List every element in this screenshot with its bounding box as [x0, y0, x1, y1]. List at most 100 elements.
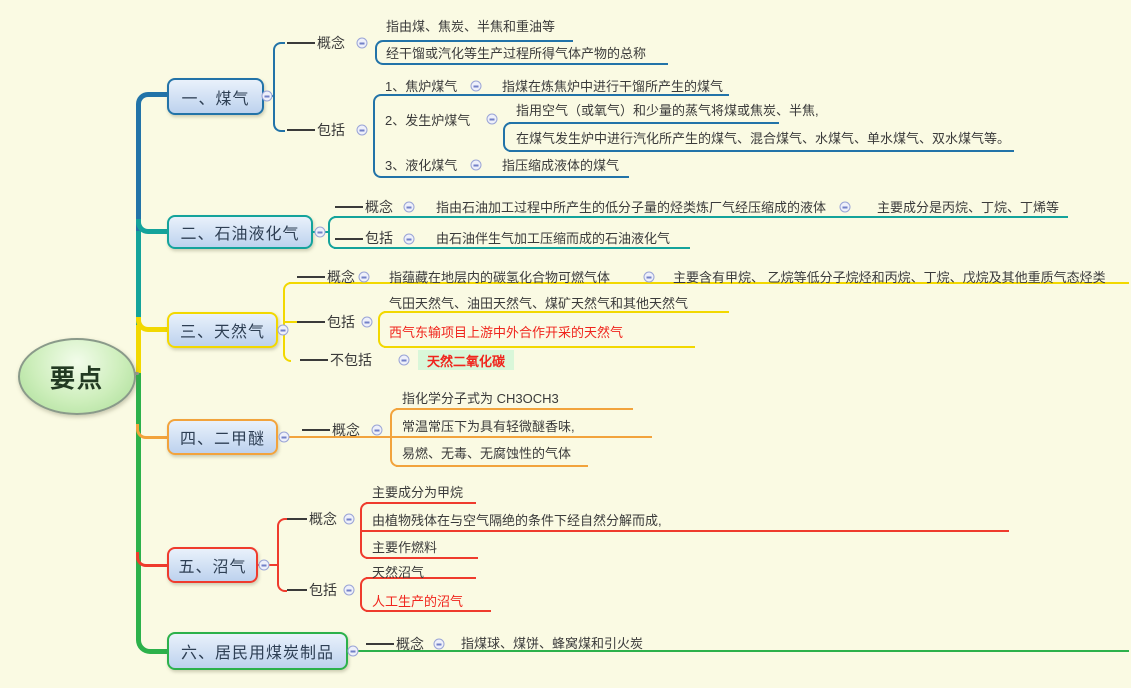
item-desc[interactable]: 指煤在炼焦炉中进行干馏所产生的煤气	[502, 79, 724, 94]
collapse-icon[interactable]	[258, 559, 270, 571]
node-text[interactable]: 易燃、无毒、无腐蚀性的气体	[402, 446, 572, 461]
collapse-icon[interactable]	[261, 90, 273, 102]
trunk-corner-branch3	[136, 317, 168, 332]
node-note[interactable]: 主要含有甲烷、 乙烷等低分子烷烃和丙烷、丁烷、戊烷及其他重质气态烃类	[673, 270, 1106, 285]
underline	[383, 40, 573, 42]
topic-natural-gas[interactable]: 三、天然气	[167, 312, 278, 348]
node-concept-label[interactable]: 概念	[332, 422, 360, 438]
label-dash	[287, 589, 307, 591]
node-text[interactable]: 主要成分为甲烷	[372, 485, 464, 500]
collapse-icon[interactable]	[278, 431, 290, 443]
underline	[334, 216, 1068, 218]
underline	[509, 122, 779, 124]
topic-biogas[interactable]: 五、沼气	[167, 547, 258, 583]
root-topic-label: 要点	[49, 364, 104, 393]
collapse-icon[interactable]	[356, 124, 368, 136]
underline	[334, 247, 690, 249]
root-topic[interactable]: 要点	[18, 338, 136, 415]
node-text[interactable]: 指由石油加工过程中所产生的低分子量的烃类炼厂气经压缩成的液体	[436, 200, 827, 215]
collapse-icon[interactable]	[470, 159, 482, 171]
topic-label: 五、沼气	[178, 559, 247, 576]
underline	[396, 408, 633, 410]
collapse-icon[interactable]	[403, 233, 415, 245]
collapse-icon[interactable]	[371, 424, 383, 436]
topic-label: 一、煤气	[181, 90, 250, 108]
item-label[interactable]: 2、发生炉煤气	[385, 113, 471, 128]
highlighted-text: 天然二氧化碳	[426, 353, 505, 369]
node-text[interactable]: 由植物残体在与空气隔绝的条件下经自然分解而成,	[372, 513, 662, 528]
label-dash	[366, 643, 394, 645]
topic-dme[interactable]: 四、二甲醚	[167, 419, 278, 455]
collapse-icon[interactable]	[343, 513, 355, 525]
node-include-label[interactable]: 包括	[365, 230, 393, 246]
node-include-label[interactable]: 包括	[317, 122, 345, 138]
topic-lpg[interactable]: 二、石油液化气	[167, 215, 313, 249]
topic-label: 四、二甲醚	[179, 431, 265, 448]
collapse-icon[interactable]	[403, 201, 415, 213]
connector-bracket	[503, 122, 511, 152]
connector-line	[282, 436, 652, 438]
node-concept-label[interactable]: 概念	[317, 35, 345, 51]
trunk-segment-green	[136, 373, 141, 640]
collapse-icon[interactable]	[277, 324, 289, 336]
node-text[interactable]: 指由煤、焦炭、半焦和重油等	[386, 19, 556, 34]
collapse-icon[interactable]	[361, 316, 373, 328]
topic-label: 二、石油液化气	[180, 226, 300, 243]
collapse-icon[interactable]	[433, 638, 445, 650]
collapse-icon[interactable]	[470, 80, 482, 92]
collapse-icon[interactable]	[356, 37, 368, 49]
node-text[interactable]: 由石油伴生气加工压缩而成的石油液化气	[436, 231, 671, 246]
collapse-icon[interactable]	[343, 584, 355, 596]
item-text[interactable]: 在煤气发生炉中进行汽化所产生的煤气、混合煤气、水煤气、单水煤气、双水煤气等。	[516, 131, 1011, 146]
trunk-stub-branch5	[136, 552, 168, 567]
item-text-alert[interactable]: 人工生产的沼气	[372, 594, 464, 609]
connector-bracket	[360, 502, 368, 559]
node-concept-label[interactable]: 概念	[309, 511, 337, 527]
connector-bracket	[378, 311, 386, 348]
topic-coal-products[interactable]: 六、居民用煤炭制品	[167, 632, 348, 670]
connector-bracket	[360, 577, 368, 612]
label-dash	[300, 359, 328, 361]
label-dash	[287, 129, 315, 131]
node-concept-label[interactable]: 概念	[396, 636, 424, 652]
connector-elbow	[277, 518, 287, 592]
item-label[interactable]: 1、焦炉煤气	[385, 79, 458, 94]
node-concept-label[interactable]: 概念	[365, 199, 393, 215]
node-text[interactable]: 指蕴藏在地层内的碳氢化合物可燃气体	[389, 270, 611, 285]
node-note[interactable]: 主要成分是丙烷、丁烷、丁烯等	[877, 200, 1060, 215]
item-text[interactable]: 指用空气（或氧气）和少量的蒸气将煤或焦炭、半焦,	[516, 103, 819, 118]
node-concept-label[interactable]: 概念	[327, 269, 355, 285]
underline	[366, 610, 491, 612]
connector-elbow	[273, 42, 285, 132]
underline	[384, 311, 729, 313]
collapse-icon[interactable]	[358, 271, 370, 283]
trunk-corner-branch6	[136, 636, 168, 654]
collapse-icon[interactable]	[486, 113, 498, 125]
collapse-icon[interactable]	[398, 354, 410, 366]
node-text[interactable]: 常温常压下为具有轻微醚香味,	[402, 419, 575, 434]
collapse-icon[interactable]	[839, 201, 851, 213]
node-text[interactable]: 指煤球、煤饼、蜂窝煤和引火炭	[461, 636, 644, 651]
node-include-label[interactable]: 包括	[309, 582, 337, 598]
item-label[interactable]: 3、液化煤气	[385, 158, 458, 173]
item-text[interactable]: 气田天然气、油田天然气、煤矿天然气和其他天然气	[389, 296, 689, 311]
highlighted-node[interactable]: 天然二氧化碳	[418, 350, 514, 370]
item-text-alert[interactable]: 西气东输项目上游中外合作开采的天然气	[389, 325, 624, 340]
collapse-icon[interactable]	[347, 645, 359, 657]
underline	[509, 150, 1014, 152]
collapse-icon[interactable]	[314, 226, 326, 238]
trunk-corner-branch2	[136, 219, 168, 234]
node-exclude-label[interactable]: 不包括	[330, 352, 372, 368]
item-text[interactable]: 天然沼气	[372, 565, 425, 580]
item-desc[interactable]: 指压缩成液体的煤气	[502, 158, 620, 173]
node-text[interactable]: 主要作燃料	[372, 540, 438, 555]
collapse-icon[interactable]	[643, 271, 655, 283]
node-text[interactable]: 指化学分子式为 CH3OCH3	[402, 391, 559, 406]
node-text[interactable]: 经干馏或汽化等生产过程所得气体产物的总称	[386, 46, 647, 61]
node-include-label[interactable]: 包括	[327, 314, 355, 330]
